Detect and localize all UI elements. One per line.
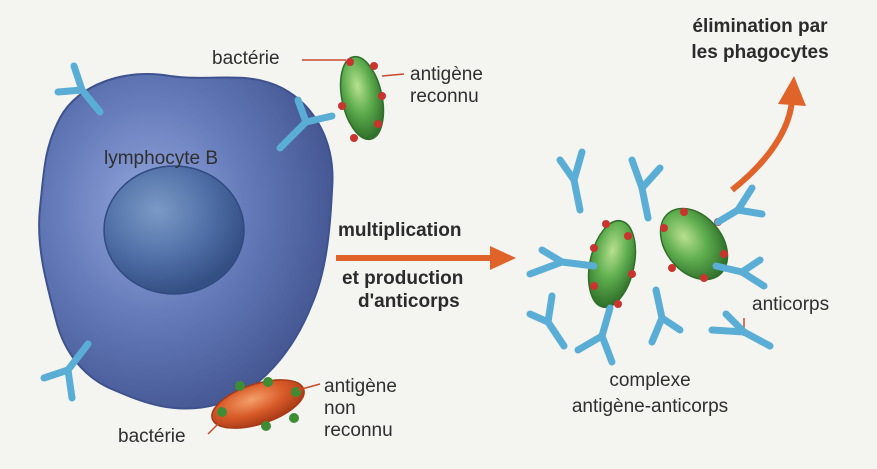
label-production-line2: d'anticorps — [358, 291, 460, 312]
complex-bacteria — [659, 207, 729, 281]
label-antigene-non-reconnu-line2: non — [324, 398, 356, 419]
antibody-icon — [714, 184, 766, 226]
label-production-line1: et production — [342, 268, 464, 289]
label-antigene-reconnu-line1: antigène — [410, 64, 483, 85]
label-anticorps: anticorps — [752, 294, 830, 315]
antibody-icon — [54, 62, 104, 116]
complex-bacteria — [587, 219, 637, 309]
elimination-arrow — [730, 99, 795, 193]
antigen-markers — [338, 58, 386, 142]
membrane-antibodies — [40, 62, 336, 402]
antibody-icon — [526, 292, 568, 350]
antibody-icon — [574, 304, 616, 366]
antibody-icon — [712, 256, 768, 290]
label-complexe-line2: antigène-anticorps — [571, 396, 729, 417]
label-bacterie-bottom: bactérie — [118, 426, 186, 447]
label-elimination-line2: les phagocytes — [691, 42, 829, 63]
label-multiplication: multiplication — [338, 220, 462, 241]
antibody-icon — [648, 286, 684, 346]
label-elimination-line1: élimination par — [692, 16, 828, 37]
label-antigene-non-reconnu-line3: reconnu — [324, 420, 393, 441]
leader-lines — [207, 59, 745, 435]
bacteria-recognized — [338, 55, 386, 142]
lymphocyte-b-cell — [38, 72, 334, 410]
antibody-icon — [276, 96, 336, 152]
label-antigene-non-reconnu-line1: antigène — [324, 376, 397, 397]
antibody-icon — [556, 148, 586, 214]
label-lymphocyte-b: lymphocyte B — [104, 148, 219, 169]
antibody-icon — [40, 340, 92, 402]
nucleus — [103, 165, 245, 295]
arrow-head-icon — [778, 76, 806, 106]
complex-antibodies — [526, 148, 774, 366]
antibody-icon — [526, 246, 598, 278]
antibody-icon — [708, 310, 774, 350]
antibody-icon — [628, 156, 664, 222]
label-bacterie-top: bactérie — [212, 48, 280, 69]
arrow-head-icon — [490, 246, 516, 270]
label-antigene-reconnu-line2: reconnu — [410, 86, 479, 107]
label-complexe-line1: complexe — [609, 370, 691, 391]
antigen-antibody-complex — [526, 148, 774, 366]
